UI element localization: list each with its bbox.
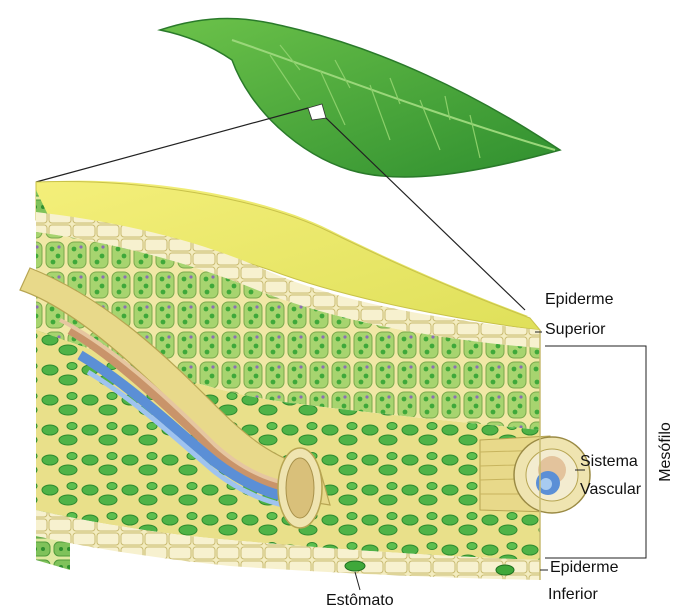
vascular-bundle-cross-section xyxy=(480,436,590,513)
label-epiderme-inferior-1: Epiderme xyxy=(550,558,618,578)
label-epiderme-superior-1: Epiderme xyxy=(545,290,613,310)
leaf-illustration xyxy=(160,18,560,177)
label-sistema-vascular-1: Sistema xyxy=(580,452,638,472)
label-epiderme-inferior-2: Inferior xyxy=(548,585,598,605)
label-epiderme-superior-2: Superior xyxy=(545,320,605,340)
leaf-block xyxy=(20,181,590,580)
label-mesofilo: Mesófilo xyxy=(657,422,675,482)
label-estomato: Estômato xyxy=(326,591,394,611)
label-sistema-vascular-2: Vascular xyxy=(580,480,641,500)
